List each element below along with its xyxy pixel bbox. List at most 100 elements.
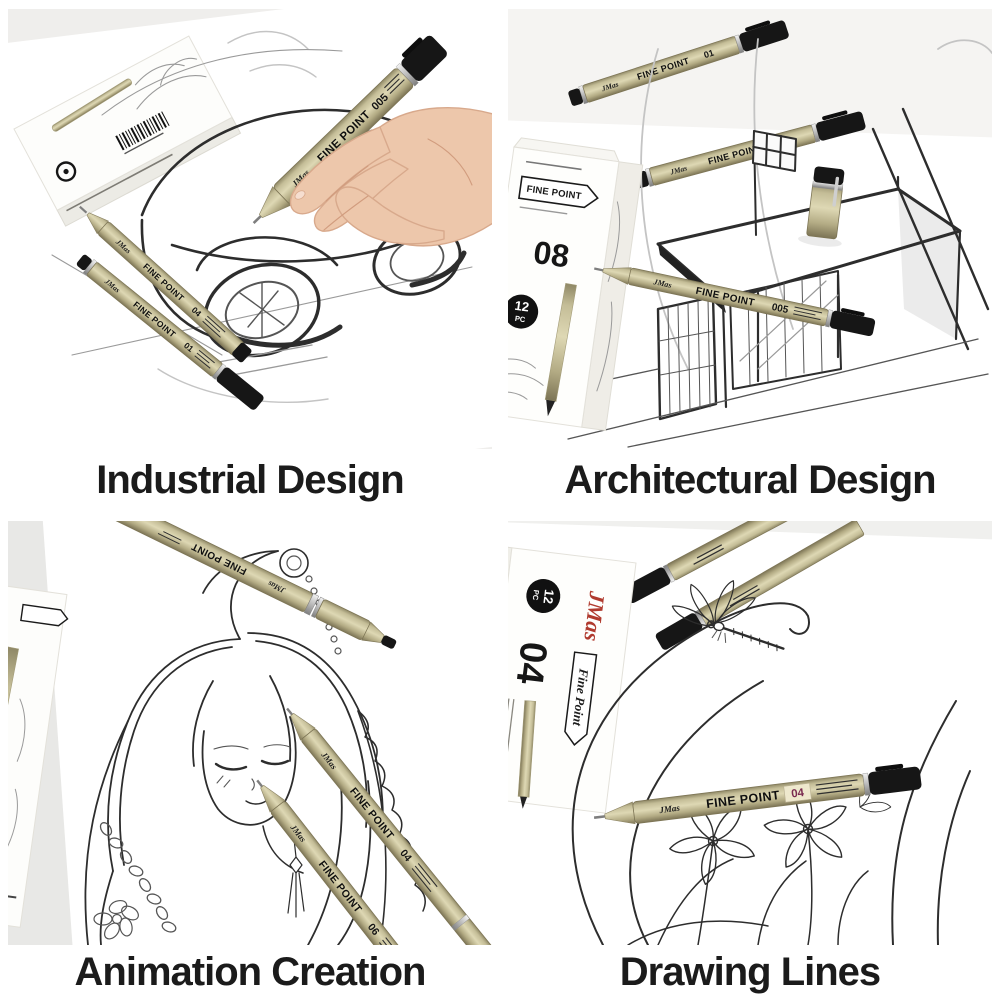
pen-fineprint: [202, 315, 226, 338]
badge-unit: PC: [514, 314, 526, 324]
fineliner-pen-01-top: JMas FINE POINT 01: [568, 20, 789, 106]
panel-animation-creation: JMas FINE POINT: [0, 512, 500, 1000]
photo-industrial-design: JMas FINE POINT 04 JMas FINE POINT 01: [8, 9, 492, 449]
chain-links: [99, 822, 177, 933]
pen-clip: [745, 20, 771, 32]
pen-fineprint: [384, 73, 405, 94]
pen-box: [13, 35, 242, 227]
pen-nib: [286, 707, 294, 716]
box-size-text: 08: [531, 234, 571, 275]
fineliner-pen-005-on-sketch: JMas FINE POINT 005: [594, 267, 876, 337]
box-fineprint-line: [519, 206, 568, 215]
pen-box-side: [8, 578, 69, 928]
caption-architectural-design: Architectural Design: [564, 458, 936, 502]
photo-drawing-lines: JMas Fine Point 12 PC 04: [508, 521, 992, 945]
panel-industrial-design: JMas FINE POINT 04 JMas FINE POINT 01: [0, 0, 500, 512]
box-printed-pen: [8, 645, 19, 858]
box-printed-pen: [51, 78, 132, 132]
pen-cap: [623, 567, 671, 604]
box-bottom-sketch-print: [508, 358, 544, 400]
pen-cap: [829, 310, 876, 337]
pen-fineprint: [793, 306, 823, 321]
pen-brand-text: JMas: [658, 803, 681, 816]
badge-count: 12: [540, 589, 557, 605]
faint-sketch-lines: [157, 30, 329, 403]
pen-nib: [256, 779, 264, 788]
box-fineprint-line: [124, 132, 164, 155]
series-banner: [518, 175, 599, 209]
dark-accents: [229, 250, 467, 348]
pen-cap: [868, 766, 922, 795]
pen-box-08: FINE POINT 08 12 PC: [508, 137, 644, 432]
pen-nib: [594, 267, 604, 272]
standing-pen-cap: [798, 166, 845, 247]
peony-flower: [93, 899, 139, 940]
pen-nib: [79, 205, 88, 214]
pen-cap: [739, 20, 789, 52]
fineliner-pen-04-main: JMas FINE POINT 04: [593, 763, 922, 825]
box-side-print: [66, 153, 173, 212]
pen-posted-cap: [216, 367, 264, 410]
industrial-design-scene: JMas FINE POINT 04 JMas FINE POINT 01: [8, 9, 492, 449]
box-sketch-print: [8, 698, 26, 853]
badge-unit: PC: [531, 589, 541, 601]
hand-crease-lines: [323, 138, 473, 231]
pen-fineprint: [378, 937, 405, 945]
12pc-badge: 12 PC: [508, 294, 539, 329]
wheel-spokes: [239, 282, 285, 338]
photo-architectural-design: JMas FINE POINT 01 JMas FINE POINT 04: [508, 9, 992, 449]
pen-fineprint: [194, 349, 215, 369]
pen-clip: [875, 763, 904, 772]
series-banner-partial: [20, 603, 69, 627]
pen-cap: [655, 613, 703, 650]
dragonfly-legs: [711, 629, 727, 644]
barcode: [115, 111, 170, 151]
fingernail: [294, 190, 306, 200]
pen-box-04: JMas Fine Point 12 PC 04: [508, 542, 637, 814]
box-sketch-print: [134, 57, 207, 110]
heavy-diagonal-strokes: [871, 107, 990, 351]
pen-nib: [593, 815, 606, 819]
caption-drawing-lines: Drawing Lines: [619, 950, 881, 994]
abdomen-segments: [733, 627, 778, 652]
hand-holding-pen: [289, 106, 492, 247]
cap-clip: [832, 176, 840, 207]
pen-nib: [252, 215, 262, 224]
architectural-design-scene: JMas FINE POINT 01 JMas FINE POINT 04: [508, 9, 992, 449]
pen-size-text: 01: [703, 48, 716, 61]
pen-size-box: [783, 782, 812, 803]
pen-end-plug: [232, 342, 252, 363]
anime-girl-sketch: [84, 548, 426, 945]
badge-count: 12: [514, 298, 530, 315]
box-size-text: 04: [508, 639, 554, 686]
photo-animation-creation: JMas FINE POINT: [8, 521, 492, 945]
box-printed-pen: [544, 283, 577, 417]
box-brand-script: JMas: [579, 589, 610, 643]
pen-size-text: 005: [771, 302, 790, 316]
drawing-lines-scene: JMas Fine Point 12 PC 04: [508, 521, 992, 945]
pen-brand-text: JMas: [652, 277, 673, 290]
glass-reflection-hatch: [739, 280, 839, 370]
pen-clip: [841, 308, 865, 317]
caption-industrial-design: Industrial Design: [96, 458, 405, 502]
pen-fineprint: [693, 544, 724, 565]
dragonfly-sketch: [671, 580, 785, 652]
series-banner: [564, 651, 598, 746]
pen-size-text: 04: [791, 787, 806, 801]
caption-animation-creation: Animation Creation: [74, 950, 427, 994]
pen-cap: [401, 35, 447, 81]
pen-cap: [816, 111, 866, 141]
pen-clip: [402, 37, 423, 58]
orchid-sketch: [627, 777, 892, 945]
panel-drawing-lines: JMas Fine Point 12 PC 04: [500, 512, 1000, 1000]
pen-clip: [822, 110, 848, 121]
box-series-text: Fine Point: [570, 667, 592, 727]
box-printed-pen: [517, 700, 537, 809]
panel-architectural-design: JMas FINE POINT 01 JMas FINE POINT 04: [500, 0, 1000, 512]
pen-fineprint: [411, 863, 438, 893]
12pc-badge: 12 PC: [526, 578, 561, 613]
car-sketch-drawing: [51, 49, 473, 378]
animation-creation-scene: JMas FINE POINT: [8, 521, 492, 945]
box-logo-icon: [55, 161, 77, 182]
